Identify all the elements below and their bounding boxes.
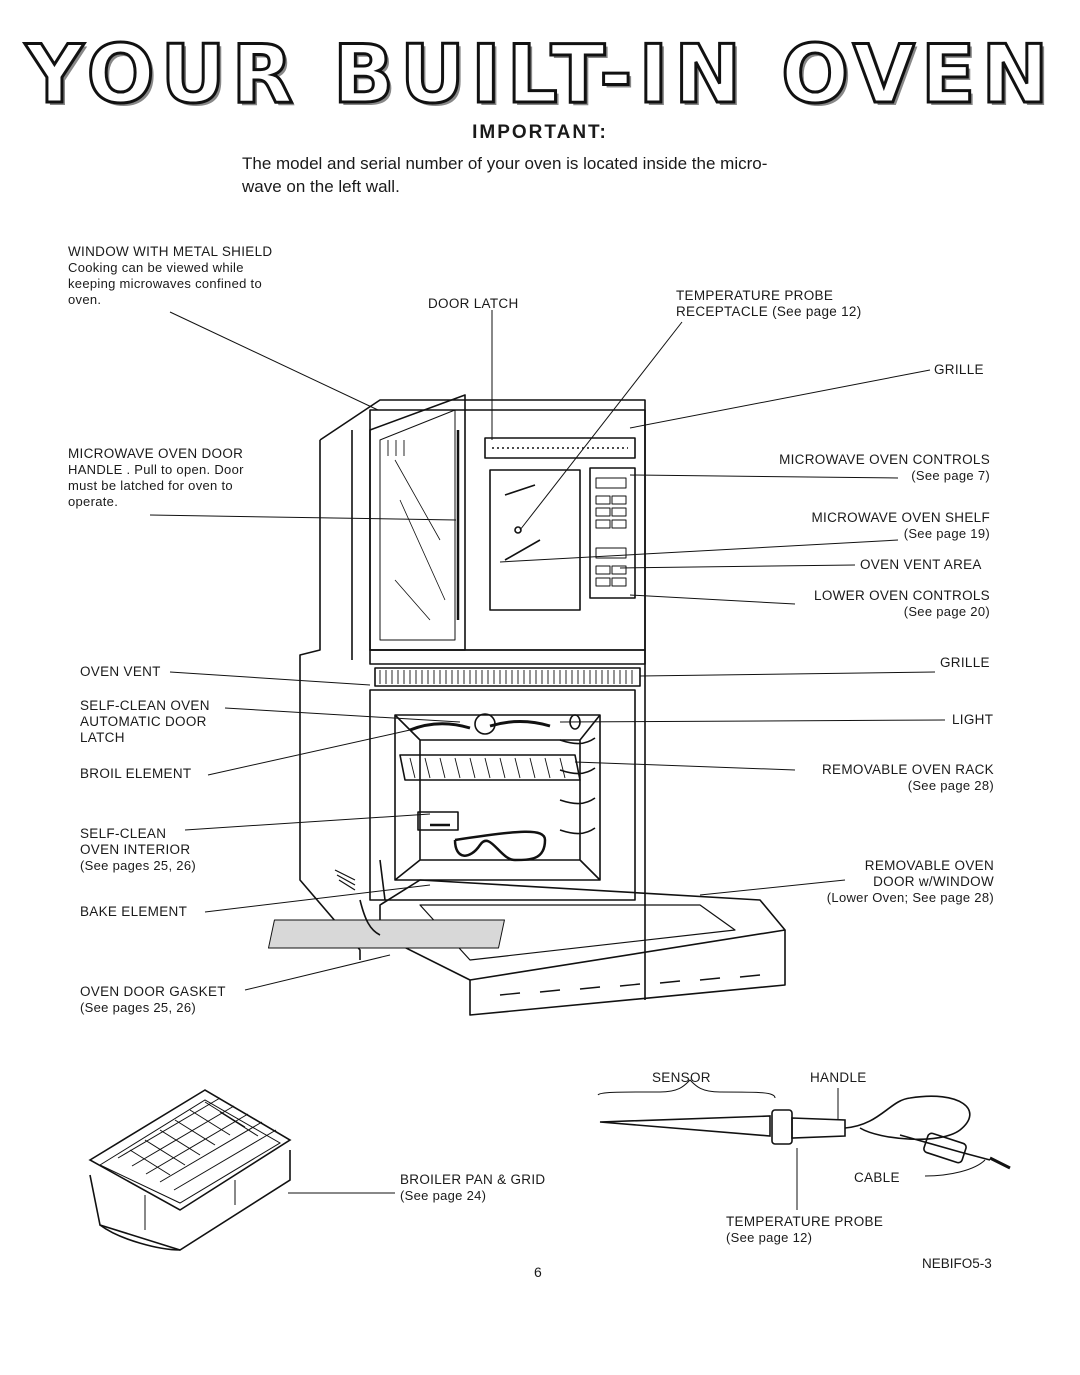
leader-gasket (244, 954, 391, 991)
label-window-shield-title: WINDOW WITH METAL SHIELD (68, 244, 273, 259)
leader-vent-area (619, 564, 856, 569)
important-text-line2: wave on the left wall. (242, 177, 400, 196)
label-temp-probe-receptacle-title: TEMPERATURE PROBE (676, 288, 834, 303)
label-oven-door: REMOVABLE OVEN DOOR w/WINDOW (Lower Oven… (770, 858, 994, 906)
label-light: LIGHT (952, 712, 994, 727)
leader-bake (204, 884, 431, 913)
leader-broil (207, 729, 411, 776)
bake-element (430, 823, 547, 862)
label-oven-vent-area: OVEN VENT AREA (860, 557, 982, 572)
temperature-probe (599, 1095, 1011, 1170)
label-window-shield-line2: keeping microwaves confined to (68, 276, 262, 291)
label-oven-vent: OVEN VENT (80, 664, 161, 679)
page-title: YOUR BUILT-IN OVEN (24, 27, 1055, 123)
label-sensor: SENSOR (652, 1070, 711, 1085)
label-cable: CABLE (854, 1170, 900, 1185)
oven-rack (399, 754, 581, 781)
label-broiler-pan: BROILER PAN & GRID (See page 24) (400, 1172, 545, 1204)
label-oven-rack-see: (See page 28) (907, 778, 994, 793)
label-oven-rack-title: REMOVABLE OVEN RACK (822, 762, 994, 777)
label-window-shield-line1: Cooking can be viewed while (68, 260, 244, 275)
label-lower-controls-see: (See page 20) (903, 604, 990, 619)
leader-grille-bottom (639, 671, 936, 677)
label-oven-door-see: (Lower Oven; See page 28) (826, 890, 994, 905)
leader-mw-shelf (499, 539, 899, 563)
important-text: The model and serial number of your oven… (242, 152, 842, 198)
label-oven-door-line1: REMOVABLE OVEN (864, 858, 994, 873)
label-self-clean-latch-line1: SELF-CLEAN OVEN (80, 698, 210, 713)
leader-grille-top (629, 369, 931, 429)
label-mw-controls: MICROWAVE OVEN CONTROLS (See page 7) (740, 452, 990, 484)
leader-lower-controls (629, 594, 796, 605)
label-self-clean-latch-line3: LATCH (80, 730, 125, 745)
label-mw-controls-title: MICROWAVE OVEN CONTROLS (779, 452, 990, 467)
label-mw-door-handle: MICROWAVE OVEN DOOR HANDLE . Pull to ope… (68, 446, 328, 510)
broiler-pan (88, 1089, 292, 1251)
sensor-bracket (597, 1079, 776, 1099)
label-mw-shelf-title: MICROWAVE OVEN SHELF (811, 510, 990, 525)
label-mw-controls-see: (See page 7) (911, 468, 990, 483)
label-gasket-title: OVEN DOOR GASKET (80, 984, 226, 999)
label-mw-door-handle-title: MICROWAVE OVEN DOOR (68, 446, 244, 461)
label-broil-element: BROIL ELEMENT (80, 766, 192, 781)
label-broiler-pan-title: BROILER PAN & GRID (400, 1172, 546, 1187)
label-window-shield-line3: oven. (68, 292, 102, 307)
leader-cable (924, 1159, 986, 1177)
label-mw-door-handle-line3: operate. (68, 494, 119, 509)
important-text-line1: The model and serial number of your oven… (242, 154, 768, 173)
label-self-clean-interior-line1: SELF-CLEAN (80, 826, 167, 841)
microwave-control-panel (589, 467, 636, 599)
label-grille-top: GRILLE (934, 362, 984, 377)
microwave-frame (369, 409, 646, 651)
label-temp-probe-title: TEMPERATURE PROBE (726, 1214, 884, 1229)
leader-self-clean-latch (224, 707, 461, 723)
cabinet-outline (319, 399, 646, 1000)
leader-interior (184, 813, 431, 831)
leader-oven-door (699, 879, 846, 896)
label-gasket-see: (See pages 25, 26) (80, 1000, 196, 1015)
microwave-door (369, 394, 466, 651)
leader-mw-controls (629, 474, 899, 479)
label-lower-controls-title: LOWER OVEN CONTROLS (814, 588, 990, 603)
label-temp-probe: TEMPERATURE PROBE (See page 12) (726, 1214, 883, 1246)
microwave-cavity (489, 469, 581, 611)
label-handle: HANDLE (810, 1070, 867, 1085)
label-self-clean-interior-line2: OVEN INTERIOR (80, 842, 191, 857)
label-temp-probe-see: (See page 12) (726, 1230, 813, 1245)
label-oven-door-line2: DOOR w/WINDOW (873, 874, 994, 889)
lower-oven-frame (369, 689, 636, 901)
label-mw-door-handle-line1: HANDLE . Pull to open. Door (68, 462, 244, 477)
label-gasket: OVEN DOOR GASKET (See pages 25, 26) (80, 984, 226, 1016)
leader-mw-handle (149, 514, 457, 521)
label-bake-element: BAKE ELEMENT (80, 904, 188, 919)
label-grille-bottom: GRILLE (940, 655, 990, 670)
label-door-latch: DOOR LATCH (428, 296, 519, 311)
important-heading: IMPORTANT: (472, 122, 608, 143)
label-lower-controls: LOWER OVEN CONTROLS (See page 20) (740, 588, 990, 620)
label-mw-door-handle-line2: must be latched for oven to (68, 478, 233, 493)
label-self-clean-latch: SELF-CLEAN OVEN AUTOMATIC DOOR LATCH (80, 698, 210, 746)
leader-probe-receptacle (519, 321, 683, 531)
label-mw-shelf-see: (See page 19) (903, 526, 990, 541)
label-oven-rack: REMOVABLE OVEN RACK (See page 28) (740, 762, 994, 794)
label-self-clean-interior-see: (See pages 25, 26) (80, 858, 196, 873)
label-window-shield: WINDOW WITH METAL SHIELD Cooking can be … (68, 244, 338, 308)
leader-window (169, 311, 379, 411)
leader-oven-vent (169, 671, 371, 686)
label-mw-shelf: MICROWAVE OVEN SHELF (See page 19) (740, 510, 990, 542)
leader-rack (574, 761, 796, 771)
label-temp-probe-receptacle-line2: RECEPTACLE (See page 12) (676, 304, 862, 319)
leader-light (559, 719, 946, 723)
label-self-clean-latch-line2: AUTOMATIC DOOR (80, 714, 207, 729)
document-code: NEBIFO5-3 (922, 1256, 992, 1271)
label-broiler-pan-see: (See page 24) (400, 1188, 487, 1203)
label-self-clean-interior: SELF-CLEAN OVEN INTERIOR (See pages 25, … (80, 826, 196, 874)
page-number: 6 (534, 1264, 542, 1280)
label-temp-probe-receptacle: TEMPERATURE PROBE RECEPTACLE (See page 1… (676, 288, 862, 320)
lower-grille (374, 667, 641, 687)
